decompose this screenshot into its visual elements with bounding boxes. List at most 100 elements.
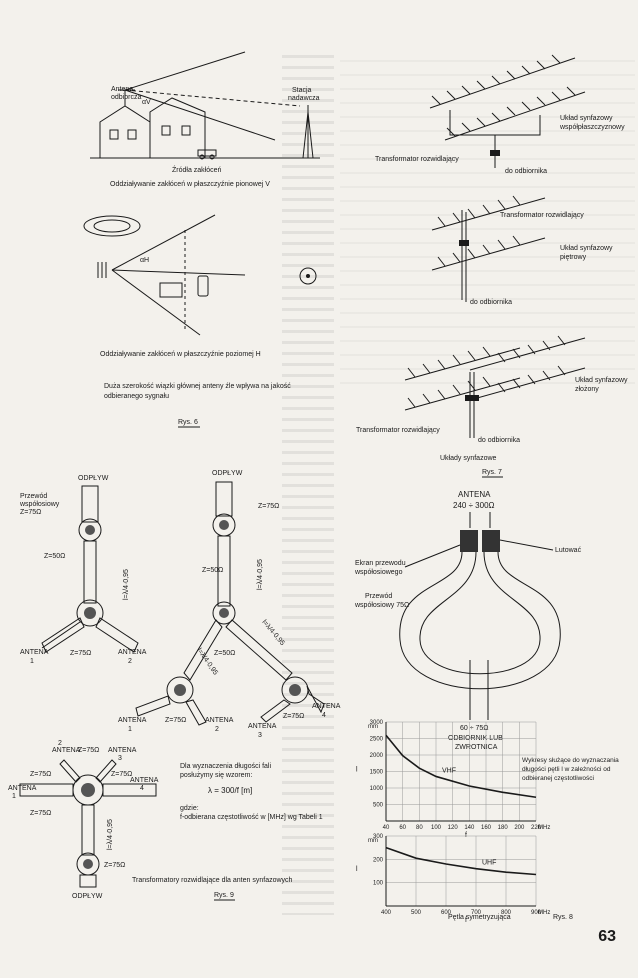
label-antenna-number: 2 [128,658,132,665]
fig7-caption: Układy synfazowe [440,455,497,462]
branch-fill [41,621,81,649]
x-tick-label: 180 [498,825,509,831]
label-z75: Z=75Ω [111,771,132,778]
array-coplanar: Układ synfazowy współpłaszczyznowy Trans… [375,54,625,175]
branch [185,699,207,726]
x-tick-label: 40 [383,825,390,831]
label-screen: współosiowego [354,569,403,576]
coax-section [83,540,97,604]
page-number: 63 [598,928,616,945]
beam-upper [111,214,216,271]
series-line-uhf [385,846,537,876]
label-stacked: Układ synfazowy [560,245,613,252]
formula: λ = 300/f [m] [208,786,252,795]
label-antenna: ANTENA [458,490,491,499]
x-tick-label: 100 [431,825,442,831]
splitter-core [219,608,229,618]
label-antenna-number: 3 [118,755,122,762]
splitter-node [212,601,236,625]
branch-right [102,783,157,797]
boom [431,197,546,231]
coax-section [79,874,97,888]
label-z75: Z=75Ω [30,771,51,778]
x-tick-label: 60 [399,825,406,831]
series-line-vhf [385,734,537,799]
splitter-core [81,783,95,797]
label-to-receiver: do odbiornika [505,168,547,175]
window [127,129,137,140]
label-antenna-number: 1 [128,726,132,733]
coax-section [215,481,233,517]
y-tick-label: 1000 [370,786,384,792]
bleed-through-text-column [282,55,334,915]
x-unit: MHz [538,825,550,831]
station-top-view [299,267,317,285]
elements [407,335,566,408]
label-z75: Z=75Ω [30,810,51,817]
label-z75: Z=75Ω [104,862,125,869]
y-tick-label: 500 [373,803,384,809]
splitter-node [166,676,194,704]
y-tick-label: 100 [373,881,384,887]
splitter-three-way: ODPŁYW Z=75Ω Z=50Ω Z=50Ω [118,470,341,739]
label-to-receiver: do odbiornika [478,437,520,444]
splitter-core [174,684,186,696]
coax-section [81,804,95,856]
transformer-icon [459,240,469,246]
x-tick-label: 800 [501,910,512,916]
coax-section [217,535,231,607]
boom [444,91,586,141]
label-coax: Przewód [365,593,392,600]
station-center [306,274,310,278]
fig9-ref: Rys. 9 [214,892,234,899]
splitter-core [85,525,95,535]
transformer-icon [465,395,479,401]
label-antenna: ANTENA [118,649,147,656]
fig9-splitters: ODPŁYW Przewód współosiowy Z=75Ω Z=50Ω Z… [8,470,341,901]
formula-intro: Dla wyznaczenia długości fali [180,763,271,770]
chart-note: Wykresy służące do wyznaczania [522,757,619,764]
label-screen: Ekran przewodu [355,560,406,567]
x-tick-label: 400 [381,910,392,916]
fig9-caption: Transformatory rozwidlające dla anten sy… [132,877,293,884]
caption-v: Oddziaływanie zakłóceń w płaszczyźnie pi… [110,181,270,188]
x-tick-label: 140 [464,825,475,831]
label-transformer: Transformator rozwidlający [375,156,459,163]
fig7-ref: Rys. 7 [482,469,502,476]
y-tick-label: 1500 [370,770,384,776]
label-coplanar: Układ synfazowy [560,115,613,122]
label-antenna-number: 4 [322,712,326,719]
label-source: Źródła zakłóceń [172,165,222,174]
splitter-core [289,684,301,696]
label-to-receiver: do odbiornika [470,299,512,306]
y-tick-label: 2000 [370,753,384,759]
label-antenna-number: 1 [30,658,34,665]
beam-axis [111,269,246,276]
branch-right [225,619,293,681]
house-right [149,97,206,159]
branch-left [41,617,85,653]
label-z50: Z=50Ω [202,567,223,574]
label-outflow: ODPŁYW [78,475,109,482]
boom [404,377,521,411]
branch [95,759,117,783]
label-antenna: ANTENA [312,703,341,710]
branch [59,759,81,783]
branch [260,699,291,723]
label-antenna-number: 1 [12,793,16,800]
label-coax: Przewód [20,493,47,500]
label-receiver: ZWROTNICA [455,744,498,751]
label-length: l=λ/4·0,95 [107,819,114,850]
elements [431,54,576,137]
fig6-vertical-plane: Antena odbiorcza αV Stacja nadawcza Źród… [90,51,320,188]
label-coplanar: współpłaszczyznowy [559,124,625,131]
x-tick-label: 700 [471,910,482,916]
series-label: UHF [482,860,496,867]
x-tick-label: 900 [531,910,542,916]
coax-screen [460,530,478,552]
label-antenna: ANTENA [130,777,159,784]
boom [469,337,586,371]
label-coax: współosiowy 75Ω [354,602,409,609]
formula-intro: posłużymy się wzorem: [180,772,252,779]
